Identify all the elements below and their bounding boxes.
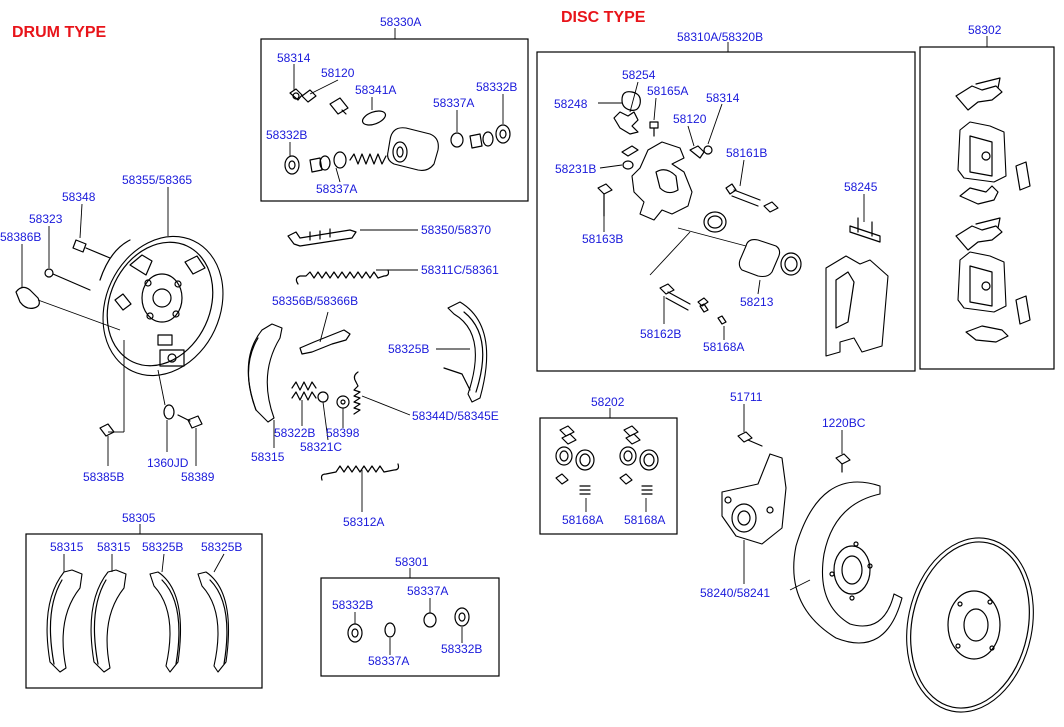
label-58323[interactable]: 58323 <box>29 212 63 226</box>
label-58312A[interactable]: 58312A <box>343 515 384 529</box>
brake-shoe-kit <box>46 524 230 673</box>
drum-type-heading: DRUM TYPE <box>12 24 107 41</box>
label-58332B[interactable]: 58332B <box>266 128 307 142</box>
label-58245[interactable]: 58245 <box>844 180 878 194</box>
brake-pad-kit <box>955 36 1031 343</box>
label-58162B[interactable]: 58162B <box>640 327 681 341</box>
label-58315[interactable]: 58315 <box>50 540 84 554</box>
label-58168A[interactable]: 58168A <box>562 513 603 527</box>
backing-plate-assembly <box>15 187 224 466</box>
label-58344D-58345E[interactable]: 58344D/58345E <box>412 409 499 423</box>
caliper-assembly-box <box>536 51 916 372</box>
label-58337A[interactable]: 58337A <box>433 96 474 110</box>
label-58310A-58320B[interactable]: 58310A/58320B <box>677 30 763 44</box>
brake-pad-kit-box <box>919 46 1055 370</box>
disc-brake-rotor-group <box>721 404 1034 713</box>
label-58248[interactable]: 58248 <box>554 97 588 111</box>
label-58315[interactable]: 58315 <box>251 450 285 464</box>
brake-shoe-kit-box <box>25 533 263 689</box>
label-58305[interactable]: 58305 <box>122 511 156 525</box>
label-58311C-58361[interactable]: 58311C/58361 <box>421 263 499 277</box>
label-58341A[interactable]: 58341A <box>355 83 396 97</box>
label-51711[interactable]: 51711 <box>730 390 763 404</box>
label-58389[interactable]: 58389 <box>181 470 215 484</box>
label-58314[interactable]: 58314 <box>277 51 311 65</box>
wheel-cylinder-repair-kit <box>347 568 470 655</box>
label-58332B[interactable]: 58332B <box>476 80 517 94</box>
disc-type-heading: DISC TYPE <box>561 9 646 26</box>
label-58202[interactable]: 58202 <box>591 395 625 409</box>
part-number-labels: 58330A 58314 58120 58341A 58337A 58332B … <box>0 15 1002 668</box>
label-58314[interactable]: 58314 <box>706 91 740 105</box>
label-58165A[interactable]: 58165A <box>647 84 688 98</box>
label-1360JD[interactable]: 1360JD <box>147 456 189 470</box>
label-58322B[interactable]: 58322B <box>274 426 315 440</box>
label-58315[interactable]: 58315 <box>97 540 131 554</box>
label-58213[interactable]: 58213 <box>740 295 774 309</box>
label-58385B[interactable]: 58385B <box>83 470 124 484</box>
label-58302[interactable]: 58302 <box>968 23 1002 37</box>
label-58330A[interactable]: 58330A <box>380 15 421 29</box>
label-58161B[interactable]: 58161B <box>726 146 767 160</box>
label-58231B[interactable]: 58231B <box>555 162 596 176</box>
label-58355-58365[interactable]: 58355/58365 <box>122 173 192 187</box>
label-58254[interactable]: 58254 <box>622 68 656 82</box>
wheel-cylinder-kit <box>284 28 511 183</box>
label-58120[interactable]: 58120 <box>321 66 355 80</box>
label-58337A[interactable]: 58337A <box>368 654 409 668</box>
label-58332B[interactable]: 58332B <box>441 642 482 656</box>
label-58332B[interactable]: 58332B <box>332 598 373 612</box>
caliper-assembly <box>597 42 889 357</box>
label-58168A[interactable]: 58168A <box>624 513 665 527</box>
label-58348[interactable]: 58348 <box>62 190 96 204</box>
label-58325B[interactable]: 58325B <box>201 540 242 554</box>
label-58168A[interactable]: 58168A <box>703 340 744 354</box>
label-58337A[interactable]: 58337A <box>316 182 357 196</box>
label-1220BC[interactable]: 1220BC <box>822 416 866 430</box>
caliper-seal-kit <box>555 408 659 512</box>
label-58386B[interactable]: 58386B <box>0 230 41 244</box>
label-58325B[interactable]: 58325B <box>142 540 183 554</box>
label-58337A[interactable]: 58337A <box>407 584 448 598</box>
label-58350-58370[interactable]: 58350/58370 <box>421 223 491 237</box>
label-58321C[interactable]: 58321C <box>300 440 342 454</box>
label-58325B[interactable]: 58325B <box>388 342 429 356</box>
label-58356B-58366B[interactable]: 58356B/58366B <box>272 294 358 308</box>
label-58240-58241[interactable]: 58240/58241 <box>700 586 770 600</box>
label-58398[interactable]: 58398 <box>326 426 360 440</box>
drum-brake-hardware <box>247 228 488 512</box>
caliper-seal-kit-box <box>539 417 678 535</box>
label-58120[interactable]: 58120 <box>673 112 707 126</box>
label-58301[interactable]: 58301 <box>395 555 429 569</box>
wheel-cylinder-kit-box <box>260 38 529 202</box>
label-58163B[interactable]: 58163B <box>582 232 623 246</box>
